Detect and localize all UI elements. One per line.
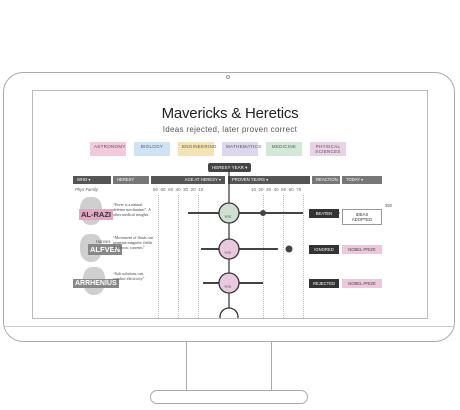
grid-line [158,195,159,318]
reaction-badge: REJECTED [309,279,339,288]
age-scale: 50 60 50 40 30 20 10 [153,187,203,192]
row3-node-label: YRS [224,285,232,289]
header-age-at-heresy[interactable]: AGE AT HERESY ▾ [151,176,225,184]
legend-biology[interactable]: BIOLOGY [134,142,170,156]
monitor-stand-neck [186,342,272,390]
header-reaction-label: REACTION [316,177,338,182]
age-tick: 50 [168,187,174,192]
row2-node [218,238,240,260]
chevron-down-icon: ▾ [245,164,248,170]
header-who-label: WHO [77,177,88,182]
page-subtitle: Ideas rejected, later proven correct [162,125,298,134]
year-tick: 40 [273,187,279,192]
header-today-label: TODAY [346,177,360,182]
scientist-first-name: Hannes [96,239,111,244]
heresy-quote: “Salt solutions can conduct electricity” [113,271,145,281]
grid-line [303,195,304,318]
years-scale: 10 20 30 40 50 60 70 [251,187,301,192]
scientist-name[interactable]: AL-RAZI [79,209,113,220]
header-age-label: AGE AT HERESY [184,177,218,182]
reaction-badge: BEATEN [309,209,339,218]
header-proven-years[interactable]: PROVEN YEARS ▾ [228,176,310,184]
heresy-year-label: HERESY YEAR [212,164,244,170]
legend-physical-sciences[interactable]: PHYSICAL SCIENCES [310,142,346,156]
header-heresy[interactable]: HERESY [113,176,149,184]
header-heresy-label: HERESY [117,177,135,182]
age-tick: 50 [153,187,159,192]
row1-proven-dot [260,210,266,216]
today-badge: IDEAS ADOPTED [342,209,382,225]
row3-node [218,272,240,294]
heresy-quote: “Movement of fluids can generate magneti… [113,235,154,250]
header-today[interactable]: TODAY ▾ [342,176,382,184]
heresy-quote: “Fever is a natural defense mechanism”. … [113,202,151,217]
legend-medicine[interactable]: MEDICINE [266,142,302,156]
year-tick: 30 [266,187,272,192]
year-tick: 70 [296,187,302,192]
today-badge: NOBEL PRIZE [342,279,382,288]
age-tick: 20 [190,187,196,192]
row1-node [218,202,240,224]
today-note: 350 [385,203,392,208]
webcam-dot [226,75,230,79]
scientist-name[interactable]: ARRHENIUS [73,279,119,288]
who-subheader: Phys Family [75,187,98,192]
row1-node-label: YRS [224,215,232,219]
grid-line [283,195,284,318]
screen: Mavericks & Heretics Ideas rejected, lat… [32,90,428,319]
age-tick: 60 [160,187,166,192]
monitor-chin-divider [4,326,454,327]
year-tick: 10 [251,187,257,192]
age-tick: 30 [183,187,189,192]
today-badge: NOBEL PRIZE [342,245,382,254]
grid-line [263,195,264,318]
header-proven-label: PROVEN YEARS [232,177,265,182]
heresy-year-button[interactable]: HERESY YEAR ▾ [208,163,252,172]
grid-line [198,195,199,318]
page-title: Mavericks & Heretics [161,105,299,122]
age-tick: 40 [175,187,181,192]
legend-mathematics[interactable]: MATHEMATICS [222,142,261,156]
legend-engineering[interactable]: ENGINEERING [178,142,217,156]
scientist-name[interactable]: ALFVEN [88,244,122,255]
row2-node-label: YRS [224,251,232,255]
row2-proven-dot [285,245,293,253]
year-tick: 60 [288,187,294,192]
age-tick: 10 [198,187,204,192]
header-who[interactable]: WHO ▾ [73,176,111,184]
legend-astronomy[interactable]: ASTRONOMY [90,142,126,156]
monitor-stand-base [150,390,308,404]
timeline-graphic [188,169,340,318]
year-tick: 50 [281,187,287,192]
year-tick: 20 [258,187,264,192]
row4-node-partial [219,307,239,318]
category-legend: ASTRONOMY BIOLOGY ENGINEERING MATHEMATIC… [90,142,346,156]
reaction-badge: IGNORED [309,245,339,254]
header-reaction[interactable]: REACTION ▾ [312,176,340,190]
grid-line [178,195,179,318]
